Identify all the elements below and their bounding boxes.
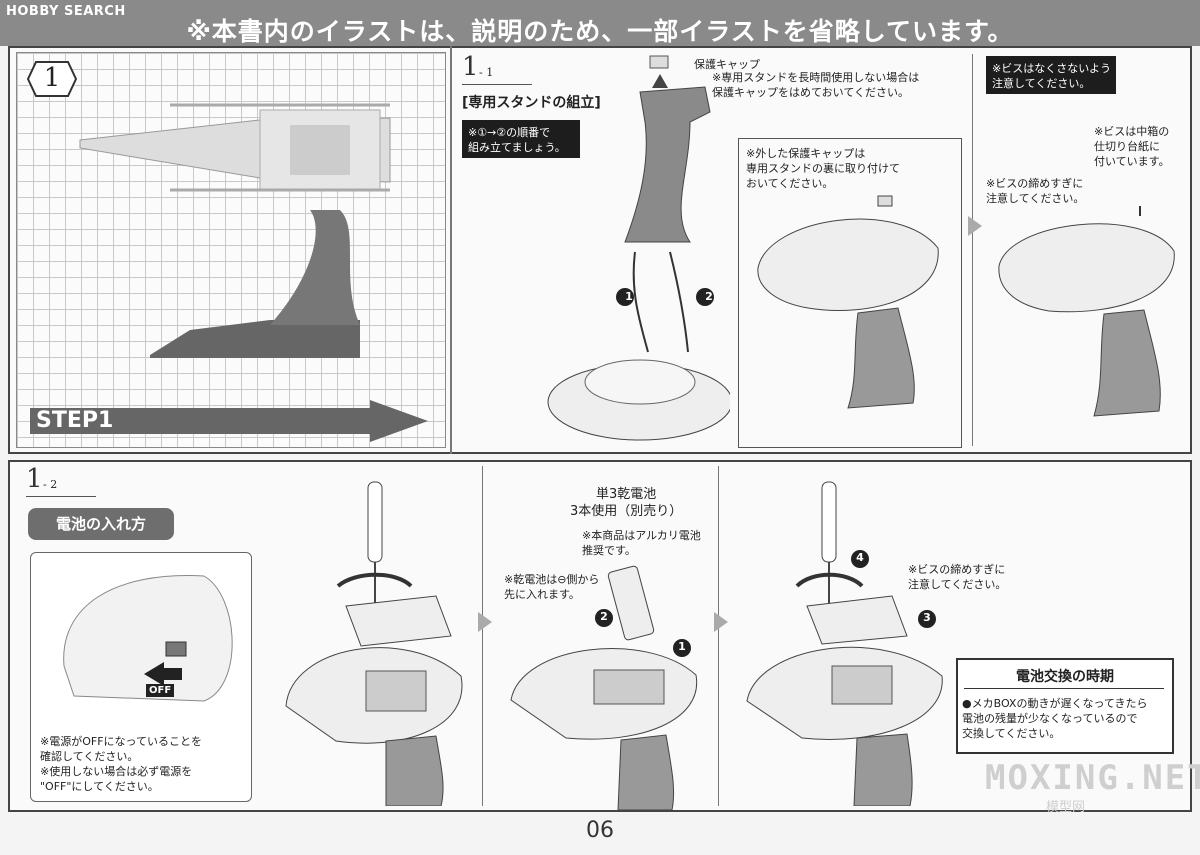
cap-storage-inset-note: ※外した保護キャップは 専用スタンドの裏に取り付けて おいてください。 [746,147,900,190]
stand-assembly-illustration [547,55,730,441]
screw-overtighten-note-top: ※ビスの締めすぎに 注意してください。 [986,177,1085,205]
section-1-2-rule [26,496,96,497]
callout-1-battery: 1 [678,640,686,653]
callout-2-stand: 2 [705,290,713,303]
battery-replacement-rule [964,688,1164,689]
battery-replacement-box [956,658,1174,754]
remove-cover-illustration [285,481,463,806]
page-number: 06 [586,818,614,843]
next-step-arrow-bottom-1 [478,612,492,632]
overtighten-note-bottom: ※ビスの締めすぎに 注意してください。 [908,563,1007,591]
step-hexagon-number: 1 [43,63,61,93]
stand-underside-screw-illustration [998,206,1175,417]
watermark-sub: 模型网 [1046,800,1086,815]
battery-replacement-text: ●メカBOXの動きが遅くなってきたら 電池の残量が少なくなっているので 交換して… [962,697,1148,740]
power-off-note: ※電源がOFFになっていることを 確認してください。 ※使用しない場合は必ず電源… [40,735,202,793]
callout-2-battery: 2 [600,610,608,623]
xwing-on-stand-illustration [79,103,391,358]
callout-3-reattach: 3 [923,611,931,624]
stand-underside-illustration [757,195,939,409]
stand-assembly-heading: [専用スタンドの組立] [462,95,601,111]
battery-type-title: 単3乾電池 3本使用（別売り） [570,487,683,519]
next-step-arrow-top [968,216,982,236]
battery-replacement-title: 電池交換の時期 [1016,669,1114,685]
header-bar [0,0,1200,46]
top-divider-left [450,46,452,454]
battery-insert-illustration [510,565,698,810]
callout-4-reattach: 4 [856,551,864,564]
bottom-divider-1 [482,466,483,806]
illustration-notice-banner: ※本書内のイラストは、説明のため、一部イラストを省略しています。 [186,17,1014,46]
section-1-2-number: 1 [26,464,43,494]
next-step-arrow-bottom-2 [714,612,728,632]
assembly-order-note: ※①→②の順番で 組み立てましょう。 [462,120,580,158]
reattach-cover-illustration [746,481,943,806]
callout-1-stand: 1 [625,290,633,303]
top-divider-right [972,54,973,446]
watermark: MOXING.NET [985,758,1200,798]
screw-location-note: ※ビスは中箱の 仕切り台紙に 付いています。 [1094,125,1170,168]
cap-storage-note: ※専用スタンドを長時間使用しない場合は 保護キャップをはめておいてください。 [712,71,920,99]
section-1-2-sub: - 2 [43,478,58,491]
section-1-1-rule [462,84,532,85]
battery-insertion-heading: 電池の入れ方 [28,508,174,540]
step-hexagon-badge [26,61,78,97]
step1-arrow [30,400,428,442]
section-1-1-number: 1 [462,52,479,82]
off-label: OFF [146,684,175,697]
hobby-search-logo: HOBBY SEARCH [6,4,126,19]
minus-first-note: ※乾電池は⊖側から 先に入れます。 [504,573,600,601]
step1-label: STEP1 [36,408,114,433]
alkaline-recommend-note: ※本商品はアルカリ電池 推奨です。 [582,529,701,557]
power-switch-illustration [63,575,233,702]
bottom-divider-2 [718,466,719,806]
cap-label: 保護キャップ [694,58,760,71]
screw-warning-box: ※ビスはなくさないよう 注意してください。 [986,56,1116,94]
section-1-1-sub: - 1 [479,66,494,79]
